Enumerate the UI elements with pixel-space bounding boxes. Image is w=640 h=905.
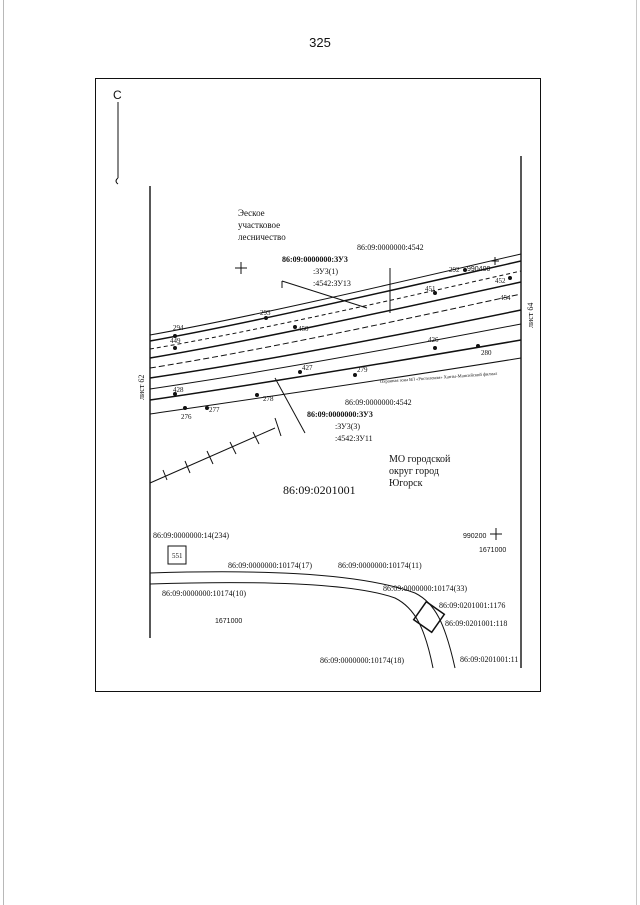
parcel-1176: 86:09:0201001:1176 (439, 601, 505, 610)
grid-990400: 990400 (467, 266, 490, 273)
point-label: 276 (181, 413, 192, 421)
point-numbers: 292 452 451 293 294 450 449 426 280 427 … (170, 266, 511, 421)
leader-lines (274, 268, 391, 434)
grid-990200: 990200 (463, 533, 486, 540)
point-label: 450 (298, 325, 309, 333)
sheet-64-label: лист 64 (526, 303, 535, 328)
zu3-label-2: :ЗУ3(1) (313, 267, 338, 276)
cadastral-map: С (113, 88, 535, 669)
parcel-118: 86:09:0201001:118 (445, 619, 507, 628)
zu3b-label-2: :ЗУ3(3) (335, 422, 360, 431)
zu3-label-1: 86:09:0000000:ЗУ3 (282, 255, 348, 264)
grid-cross-icon (235, 257, 502, 540)
parcel-10174-18: 86:09:0000000:10174(18) (320, 656, 404, 665)
building-551 (167, 545, 187, 565)
point-label: 278 (263, 395, 274, 403)
point-label: 451 (425, 285, 436, 293)
parcel-11-cut: 86:09:0201001:11 (460, 655, 518, 664)
boundary-hatch (149, 417, 282, 484)
parcel-10174-10: 86:09:0000000:10174(10) (162, 589, 246, 598)
point-label: 292 (449, 266, 460, 274)
north-label: С (113, 88, 122, 102)
point-label: 426 (428, 336, 439, 344)
parcel-10174-11: 86:09:0000000:10174(11) (338, 561, 422, 570)
corridor-note: Охранная зона ВЛ «Ростелеком» Ханты-Манс… (380, 371, 498, 384)
north-arrow-icon (115, 102, 119, 185)
forestry-label-3: лесничество (238, 232, 286, 242)
point-label: 293 (260, 309, 271, 317)
mo-label-1: МО городской (389, 454, 451, 465)
parcel-14-label: 86:09:0000000:14(234) (153, 531, 229, 540)
point-label: 449 (170, 337, 181, 345)
zu3b-label-3: :4542:ЗУ11 (335, 434, 373, 443)
map-frame (95, 78, 541, 692)
point-label: 279 (357, 366, 368, 374)
point-label: 452 (495, 277, 506, 285)
page-number: 325 (309, 35, 331, 50)
point-label: 428 (173, 386, 184, 394)
parcel-4542-mid: 86:09:0000000:4542 (345, 398, 412, 407)
mo-label-3: Югорск (389, 478, 423, 489)
building-551-label: 551 (172, 552, 183, 560)
zu3b-label-1: 86:09:0000000:ЗУ3 (307, 410, 373, 419)
grid-1671000-left: 1671000 (215, 618, 242, 625)
forestry-label-2: участковое (238, 220, 280, 230)
quarter-number: 86:09:0201001 (283, 483, 356, 497)
survey-points (173, 268, 512, 410)
forestry-label-1: Эеское (238, 208, 265, 218)
point-label: 427 (302, 364, 313, 372)
point-label: 294 (173, 324, 184, 332)
lower-road (149, 571, 456, 669)
parcel-10174-17: 86:09:0000000:10174(17) (228, 561, 312, 570)
page-edge-right (636, 0, 637, 905)
point-label: 277 (209, 406, 220, 414)
mo-label-2: округ город (389, 466, 439, 477)
parcel-4542-top: 86:09:0000000:4542 (357, 243, 424, 252)
page-edge-left (3, 0, 4, 905)
parcel-10174-33: 86:09:0000000:10174(33) (383, 584, 467, 593)
road-corridor (149, 253, 522, 415)
zu3-label-3: :4542:ЗУ13 (313, 279, 351, 288)
point-label: 454 (500, 294, 511, 302)
building-1176 (412, 600, 446, 634)
sheet-62-label: лист 62 (137, 375, 146, 400)
point-label: 280 (481, 349, 492, 357)
grid-1671000-right: 1671000 (479, 547, 506, 554)
